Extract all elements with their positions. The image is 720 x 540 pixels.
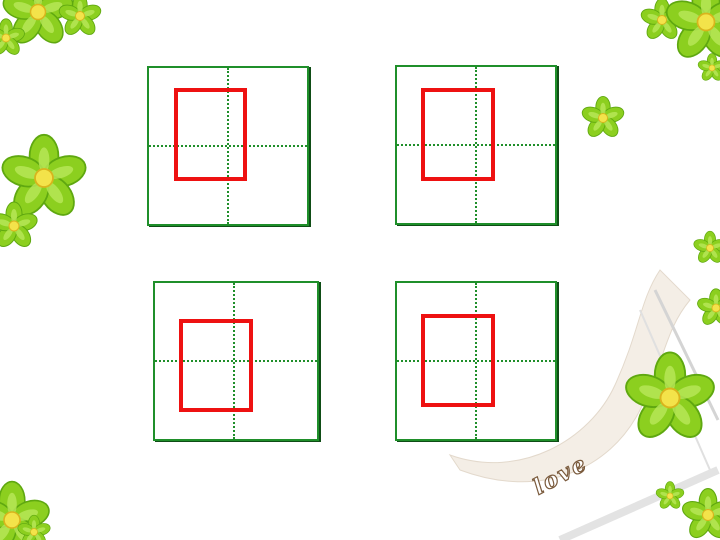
flower-icon [0, 201, 40, 251]
flower-icon [15, 514, 53, 540]
flower-icon [579, 95, 627, 141]
highlight-rectangle [421, 314, 495, 407]
flower-icon [0, 0, 77, 49]
highlight-rectangle [174, 88, 247, 181]
flower-icon [696, 53, 720, 83]
grid-center-horizontal [149, 145, 307, 147]
flower-icon [0, 18, 27, 58]
flower-icon [662, 0, 720, 64]
flower-icon [691, 230, 720, 266]
highlight-rectangle [421, 88, 495, 181]
writing-grid-top-left [147, 66, 309, 226]
flower-icon [695, 288, 720, 328]
grid-center-horizontal [155, 360, 317, 362]
flower-icon [0, 133, 91, 223]
flower-icon [654, 481, 686, 511]
grid-center-horizontal [397, 144, 555, 146]
flower-icon [679, 488, 720, 540]
flower-icon [0, 480, 54, 540]
writing-grid-bottom-right [395, 281, 557, 441]
love-decoration-text: love [528, 450, 593, 501]
grid-center-horizontal [397, 360, 555, 362]
flower-icon [620, 351, 720, 445]
writing-grid-bottom-left [153, 281, 319, 441]
flower-icon [638, 0, 686, 43]
highlight-rectangle [179, 319, 253, 412]
writing-grid-top-right [395, 65, 557, 225]
flower-icon [56, 0, 104, 39]
